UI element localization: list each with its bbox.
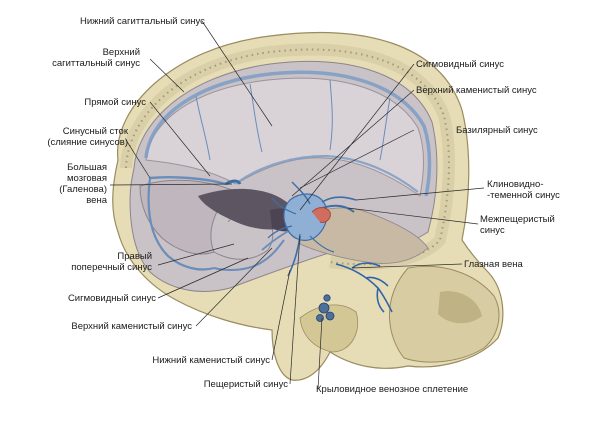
label-inferior-petrosal-sinus: Нижний каменистый синус bbox=[152, 355, 270, 366]
label-sigmoid-sinus-right: Сигмовидный синус bbox=[416, 59, 504, 70]
falx-vein-3 bbox=[329, 79, 333, 151]
label-line: синус bbox=[480, 225, 505, 236]
leader-basilar bbox=[299, 129, 415, 189]
label-line: Нижний каменистый синус bbox=[152, 355, 270, 366]
label-straight-sinus: Прямой синус bbox=[84, 97, 146, 108]
transverse-sinus bbox=[147, 177, 215, 271]
label-line: Большая bbox=[67, 162, 107, 173]
orbit-shadow bbox=[438, 291, 482, 324]
label-inferior-sagittal-sinus: Нижний сагиттальный синус bbox=[80, 16, 205, 27]
sphenoparietal-sinus bbox=[321, 196, 357, 203]
falx-vein-4 bbox=[379, 97, 391, 161]
leader-intercavernous bbox=[347, 207, 479, 225]
cavernous-sinus bbox=[283, 193, 328, 241]
calvaria-cut-dots bbox=[125, 48, 450, 266]
label-line: Базилярный синус bbox=[456, 125, 538, 136]
label-cavernous-sinus: Пещеристый синус bbox=[204, 379, 289, 390]
label-line: Верхний bbox=[103, 47, 140, 58]
label-line: Правый bbox=[117, 251, 152, 262]
leader-inferior-petrosal bbox=[271, 269, 291, 361]
label-line: Прямой синус bbox=[84, 97, 146, 108]
leader-inferior-sagittal bbox=[201, 20, 273, 127]
label-line: -теменной синус bbox=[487, 190, 560, 201]
leader-lines bbox=[109, 20, 485, 390]
label-superior-petrosal-sinus-right: Верхний каменистый синус bbox=[416, 85, 537, 96]
label-line: Крыловидное венозное сплетение bbox=[316, 384, 468, 395]
superior-sagittal-sinus bbox=[144, 70, 432, 197]
label-line: Синусный сток bbox=[63, 126, 129, 137]
label-ophthalmic-vein: Глазная вена bbox=[464, 259, 523, 270]
leader-sphenoparietal bbox=[355, 187, 485, 201]
label-sphenoparietal-sinus: Клиновидно--теменной синус bbox=[487, 179, 560, 201]
label-line: (Галенова) bbox=[59, 184, 107, 195]
label-superior-petrosal-sinus-left: Верхний каменистый синус bbox=[71, 321, 192, 332]
label-line: поперечный синус bbox=[71, 262, 152, 273]
label-line: (слияние синусов) bbox=[47, 137, 128, 148]
leader-great-cerebral-vein bbox=[109, 183, 233, 186]
inferior-sagittal-sinus bbox=[237, 154, 419, 193]
venous-branches bbox=[267, 197, 335, 253]
leader-pterygoid bbox=[317, 317, 323, 390]
label-sigmoid-sinus-left: Сигмовидный синус bbox=[68, 293, 156, 304]
leader-confluence bbox=[125, 139, 151, 179]
falx-vein-1 bbox=[195, 95, 211, 161]
leader-sigmoid-right bbox=[299, 63, 415, 211]
label-line: Сигмовидный синус bbox=[416, 59, 504, 70]
label-line: Клиновидно- bbox=[487, 179, 544, 190]
basilar-plexus bbox=[291, 181, 311, 205]
leader-straight-sinus bbox=[149, 101, 211, 177]
leader-superior-sagittal bbox=[149, 58, 185, 93]
pterygoid-plexus bbox=[316, 294, 335, 322]
sigmoid-sinus bbox=[213, 239, 285, 271]
label-line: сагиттальный синус bbox=[52, 58, 140, 69]
label-line: Верхний каменистый синус bbox=[416, 85, 537, 96]
leader-superior-petrosal-right bbox=[291, 89, 415, 197]
leader-cavernous bbox=[289, 233, 301, 385]
label-line: Нижний сагиттальный синус bbox=[80, 16, 205, 27]
label-line: Пещеристый синус bbox=[204, 379, 289, 390]
label-line: вена bbox=[86, 195, 107, 206]
internal-carotid-artery bbox=[311, 207, 331, 223]
label-basilar-sinus: Базилярный синус bbox=[456, 125, 538, 136]
label-pterygoid-plexus: Крыловидное венозное сплетение bbox=[316, 384, 468, 395]
falx-vein-2 bbox=[249, 83, 263, 153]
label-line: Глазная вена bbox=[464, 259, 523, 270]
leader-transverse-sinus bbox=[157, 243, 235, 266]
label-line: мозговая bbox=[67, 173, 107, 184]
leader-sigmoid-left bbox=[157, 257, 249, 299]
leader-ophthalmic bbox=[351, 263, 463, 269]
straight-sinus bbox=[149, 176, 227, 186]
label-confluence-of-sinuses: Синусный сток(слияние синусов) bbox=[47, 126, 129, 148]
label-line: Верхний каменистый синус bbox=[71, 321, 192, 332]
leader-superior-petrosal-left bbox=[195, 247, 273, 327]
ophthalmic-vein bbox=[335, 262, 393, 313]
label-line: Сигмовидный синус bbox=[68, 293, 156, 304]
great-cerebral-vein bbox=[225, 179, 242, 186]
label-line: Межпещеристый bbox=[480, 214, 555, 225]
